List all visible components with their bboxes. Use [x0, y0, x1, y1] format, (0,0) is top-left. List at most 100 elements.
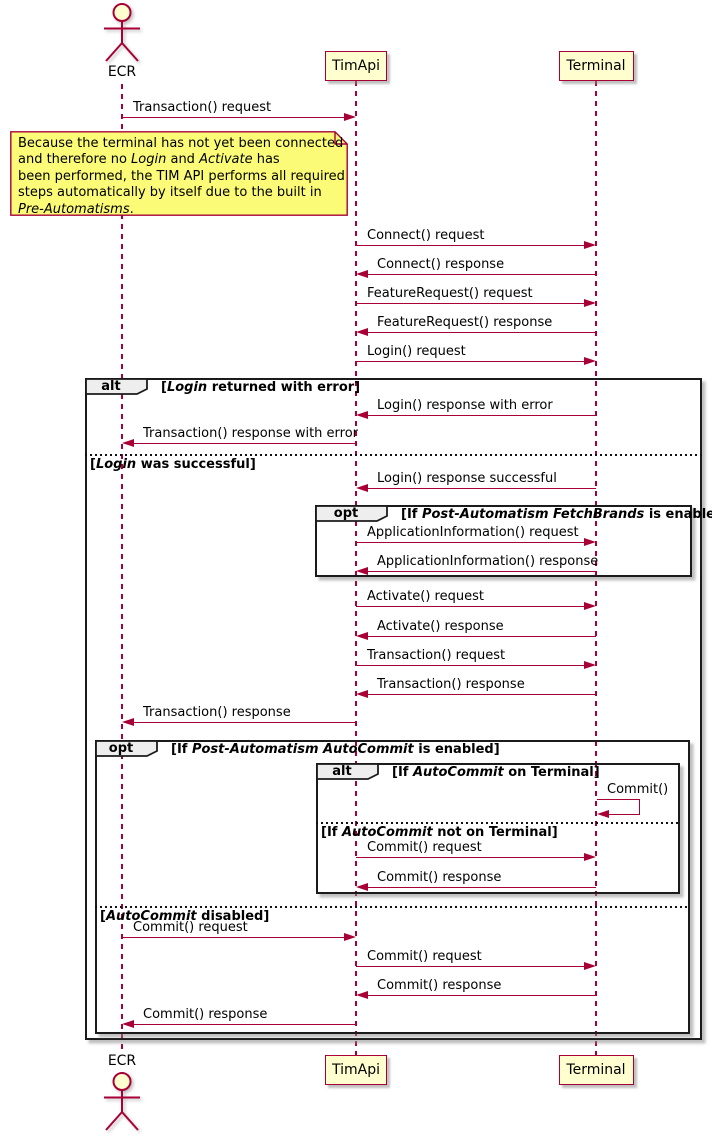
arrowhead-left [122, 1020, 134, 1028]
text-segment: disabled] [196, 909, 270, 924]
message-line [356, 665, 586, 666]
message-line [366, 332, 596, 333]
text-segment: [If [171, 742, 192, 757]
message-label: Login() response successful [377, 471, 557, 486]
message-line [356, 303, 586, 304]
message-label: Transaction() response [143, 705, 291, 720]
arrowhead-left [597, 810, 609, 818]
participant-box-bottom-terminal: Terminal [558, 1055, 634, 1085]
frame-alt-0 [85, 378, 702, 1040]
note-text-line: Pre-Automatisms. [18, 202, 134, 219]
message-line [366, 274, 596, 275]
message-line [366, 571, 596, 572]
message-label: Commit() request [133, 920, 248, 935]
frame-pentagon [95, 740, 158, 757]
arrowhead-left [356, 991, 368, 999]
message-label: Transaction() request [133, 100, 272, 115]
message-label: Connect() response [377, 257, 505, 272]
frame-kind-label: alt [101, 379, 121, 394]
message-line [366, 415, 596, 416]
arrowhead-left [356, 411, 368, 419]
text-segment: Login [95, 457, 137, 472]
participant-box-bottom-timapi: TimApi [325, 1055, 387, 1085]
message-label: Commit() request [367, 840, 482, 855]
text-segment: [ [90, 457, 96, 472]
frame-pentagon [316, 763, 379, 780]
message-label: ApplicationInformation() response [377, 554, 599, 569]
arrowhead-left [122, 718, 134, 726]
frame-condition: [If Post-Automatism FetchBrands is enabl… [401, 507, 712, 522]
message-line [356, 542, 586, 543]
message-label: Login() response with error [377, 398, 553, 413]
message-label: Commit() request [367, 949, 482, 964]
frame-kind-label: opt [108, 741, 134, 756]
frame-divider [85, 454, 702, 456]
text-segment: Login [166, 380, 208, 395]
message-label: Commit() [607, 782, 669, 797]
message-line [366, 694, 596, 695]
text-segment: Post-Automatism AutoCommit [191, 742, 414, 757]
arrowhead-right [584, 661, 596, 669]
message-line [366, 488, 596, 489]
text-segment: is enabled] [413, 742, 500, 757]
text-segment: AutoCommit [412, 765, 504, 780]
arrowhead-right [344, 933, 356, 941]
message-label: Activate() response [377, 619, 504, 634]
frame-kind-label: alt [332, 764, 352, 779]
message-label: FeatureRequest() request [367, 286, 533, 301]
message-label: Commit() response [377, 870, 502, 885]
divider-label: [If AutoCommit not on Terminal] [321, 825, 558, 840]
text-segment: and [166, 152, 200, 168]
actor-figure-top [104, 3, 140, 62]
message-line [366, 636, 596, 637]
text-segment: has [252, 152, 280, 168]
self-message-line [608, 814, 640, 815]
text-segment: . [129, 201, 134, 217]
message-label: Transaction() response [377, 677, 525, 692]
frame-pentagon [315, 505, 388, 522]
arrowhead-left [122, 439, 134, 447]
arrowhead-right [584, 299, 596, 307]
arrowhead-left [356, 328, 368, 336]
message-line [356, 245, 586, 246]
text-segment: Activate [199, 152, 253, 168]
arrowhead-right [584, 538, 596, 546]
message-line [356, 966, 586, 967]
message-line [356, 857, 586, 858]
message-line [132, 1024, 356, 1025]
note [10, 131, 348, 216]
text-segment: on Terminal] [503, 765, 600, 780]
arrowhead-left [356, 632, 368, 640]
participant-box-top-terminal: Terminal [558, 51, 634, 81]
text-segment: not on Terminal] [432, 825, 558, 840]
arrowhead-left [356, 567, 368, 575]
text-segment: returned with error] [207, 380, 361, 395]
message-line [366, 995, 596, 996]
text-segment: [ [100, 909, 106, 924]
text-segment: AutoCommit [341, 825, 433, 840]
message-line [122, 117, 346, 118]
text-segment: [ [161, 380, 167, 395]
arrowhead-left [356, 484, 368, 492]
message-label: Commit() response [377, 978, 502, 993]
text-segment: Login [131, 152, 167, 168]
text-segment: Pre-Automatisms [18, 201, 130, 217]
arrowhead-right [584, 241, 596, 249]
arrowhead-right [584, 962, 596, 970]
actor-figure-bottom [104, 1072, 140, 1131]
text-segment: [If [392, 765, 413, 780]
text-segment: steps automatically by itself due to the… [18, 185, 322, 201]
self-message-line [639, 799, 640, 814]
frame-divider [316, 822, 680, 824]
note-text-line: steps automatically by itself due to the… [18, 185, 322, 202]
message-line [366, 887, 596, 888]
arrowhead-right [344, 113, 356, 121]
note-text-line: and therefore no Login and Activate has [18, 152, 280, 169]
text-segment: Because the terminal has not yet been co… [18, 135, 344, 151]
note-text-line: been performed, the TIM API performs all… [18, 169, 345, 186]
frame-pentagon [85, 378, 148, 395]
message-label: FeatureRequest() response [377, 315, 553, 330]
message-line [356, 361, 586, 362]
participant-box-top-timapi: TimApi [325, 51, 387, 81]
frame-condition: [If Post-Automatism AutoCommit is enable… [171, 742, 500, 757]
